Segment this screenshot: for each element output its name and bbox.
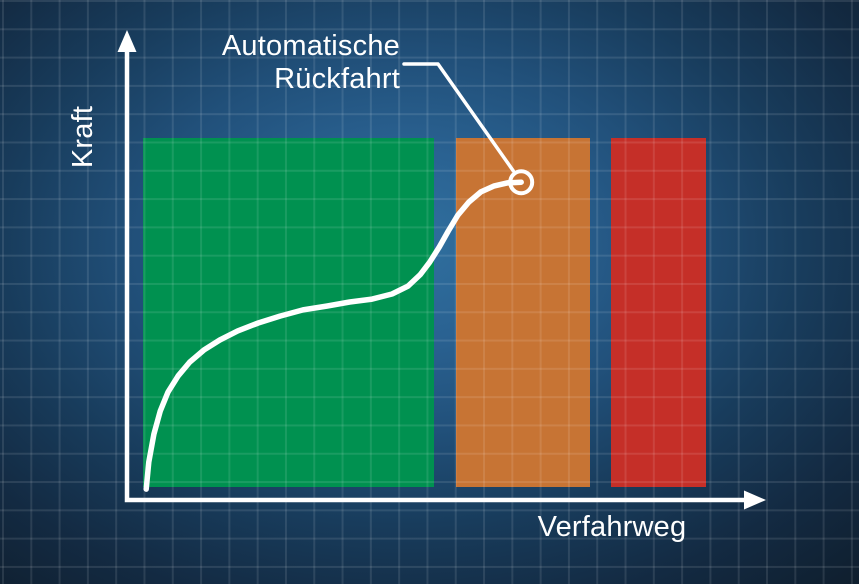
x-axis-arrowhead-icon bbox=[744, 490, 766, 510]
y-axis-label: Kraft bbox=[67, 105, 99, 169]
annotation-label-line1: Automatische bbox=[221, 30, 400, 62]
force-curve bbox=[143, 179, 524, 492]
red-zone bbox=[610, 138, 707, 487]
annotation-label-line2: Rückfahrt bbox=[274, 63, 400, 95]
x-axis-label: Verfahrweg bbox=[537, 511, 687, 543]
axis-lines bbox=[124, 48, 746, 503]
curve-endpoint-marker-icon bbox=[508, 169, 535, 196]
annotation-label: Automatische Rückfahrt bbox=[150, 30, 400, 96]
y-axis-arrowhead-icon bbox=[117, 30, 137, 52]
annotation-leader-line bbox=[402, 62, 515, 173]
